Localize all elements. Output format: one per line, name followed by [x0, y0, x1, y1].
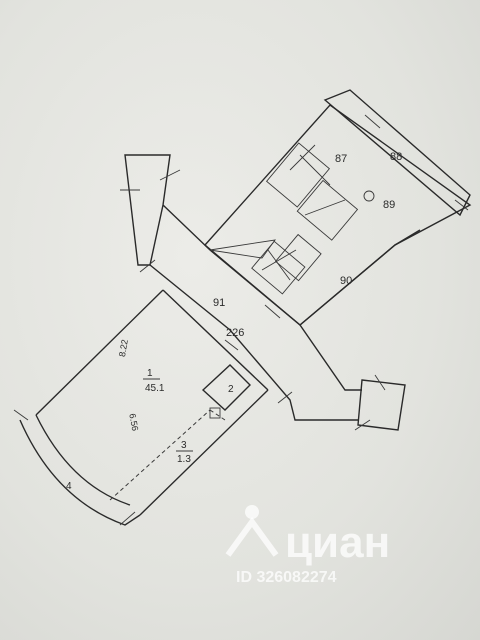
corridor-walls — [124, 154, 406, 431]
room-3-area: 1.3 — [177, 454, 191, 465]
room-1-number: 1 — [147, 368, 153, 379]
listing-id-text: ID 326082274 — [236, 569, 337, 586]
cian-logo-icon — [245, 505, 259, 519]
room-2-label: 2 — [228, 384, 234, 395]
cian-brand-text: циан — [285, 518, 390, 567]
dimension-656: 6.56 — [127, 413, 140, 432]
room-2-fixture — [209, 407, 221, 419]
room-90-label: 90 — [340, 275, 352, 287]
wall-ticks — [13, 114, 469, 526]
room-87-label: 87 — [335, 153, 347, 165]
room-2-walls — [201, 364, 251, 411]
room-3-number: 3 — [181, 440, 187, 451]
room-226-label: 226 — [226, 327, 244, 339]
room-1-area: 45.1 — [145, 383, 165, 394]
cian-logo-figure-icon — [225, 516, 279, 557]
room-90-wall — [299, 229, 421, 326]
cian-watermark: циан ID 326082274 — [225, 505, 390, 586]
room-88-label: 88 — [390, 151, 402, 163]
room-1-walls — [19, 289, 269, 526]
room-4-label: 4 — [66, 481, 72, 492]
dimension-822: 8.22 — [117, 339, 130, 358]
core-block — [203, 89, 472, 326]
room-91-label: 91 — [213, 297, 225, 309]
room-89-label: 89 — [383, 199, 395, 211]
